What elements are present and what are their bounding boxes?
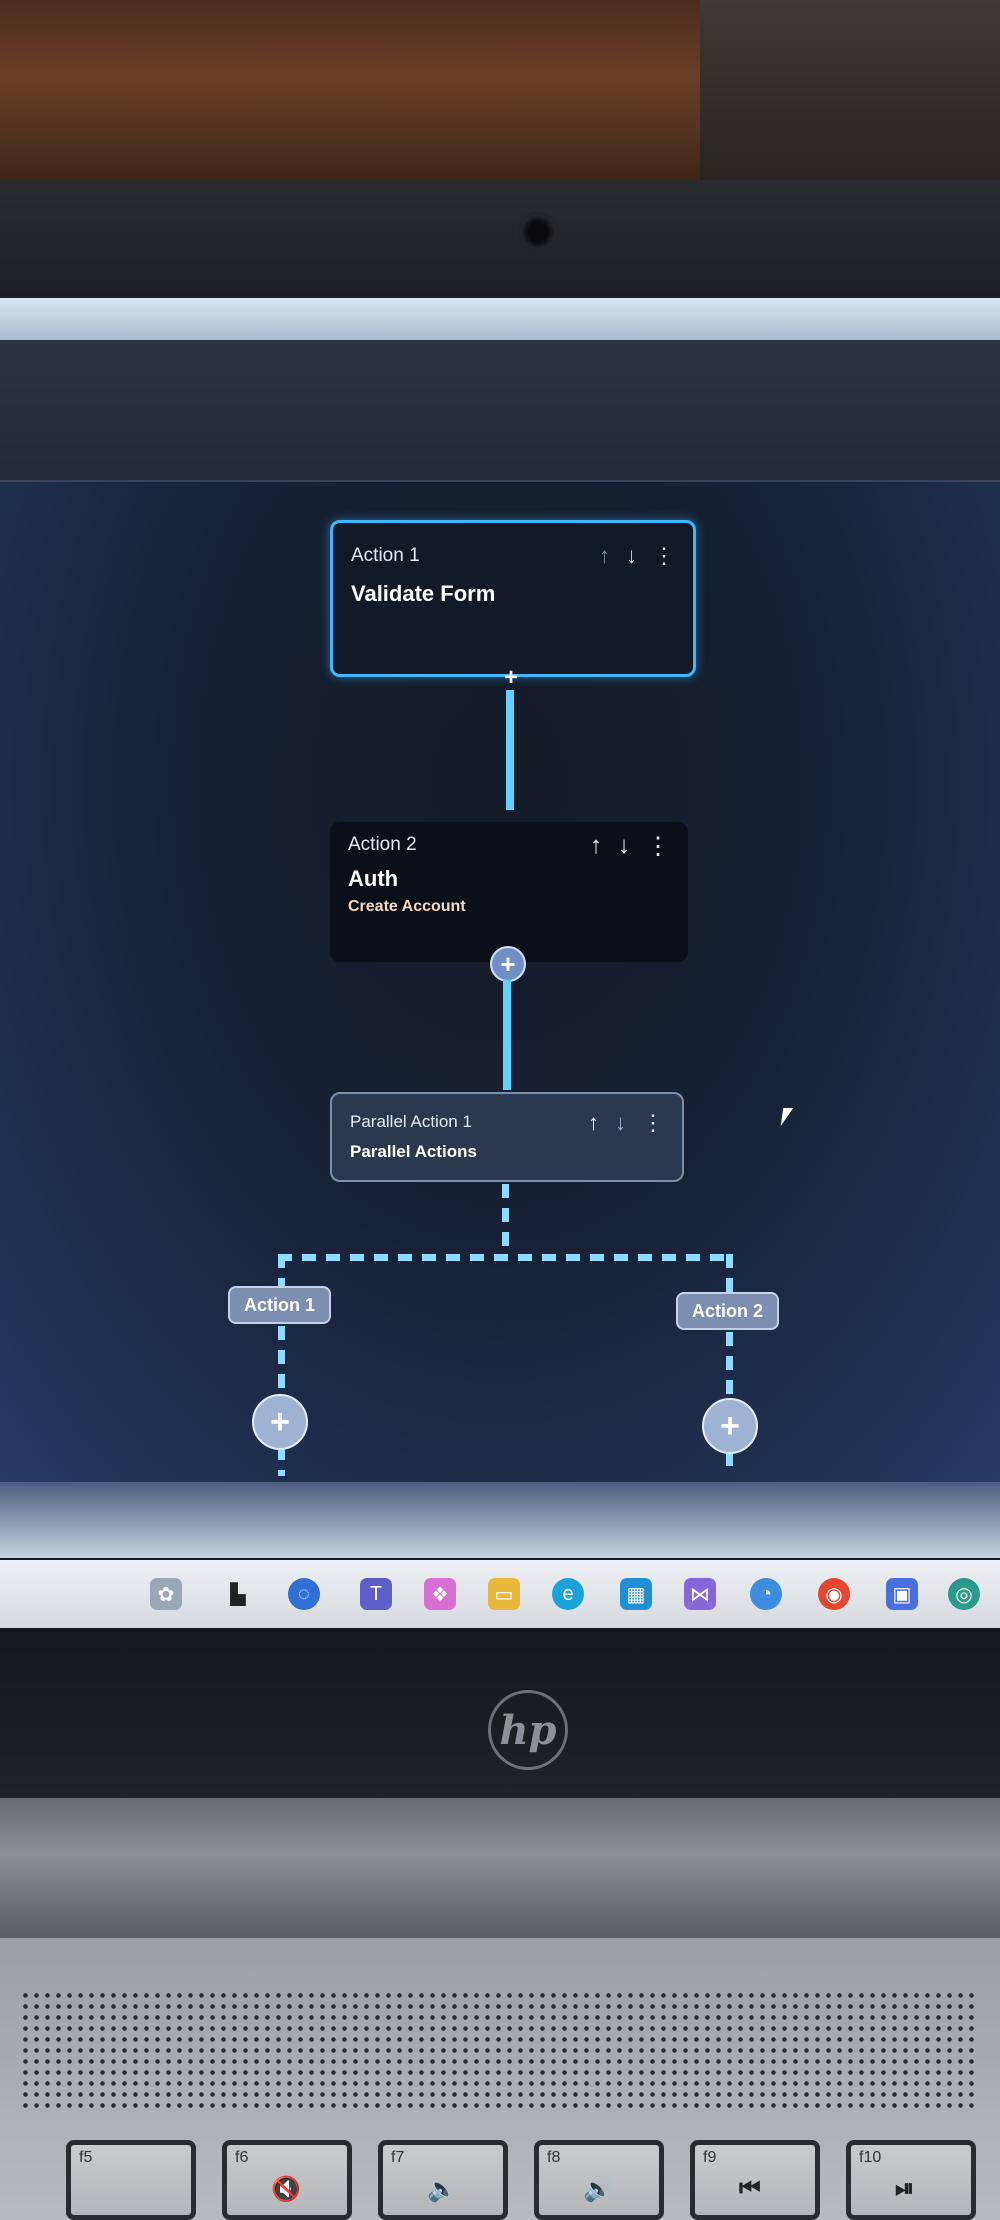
connector-line bbox=[503, 980, 511, 1090]
key-f6[interactable]: f6 🔇 bbox=[222, 2140, 352, 2220]
previous-track-icon: ⏮ bbox=[739, 2175, 761, 2202]
parallel-connector bbox=[502, 1184, 509, 1254]
more-options-icon[interactable]: ⋮ bbox=[653, 543, 675, 568]
flow-node-action-1[interactable]: Action 1 Validate Form ↑ ↓ ⋮ bbox=[330, 520, 696, 677]
add-action-button[interactable]: + bbox=[490, 946, 526, 982]
move-down-icon[interactable]: ↓ bbox=[626, 543, 637, 568]
move-down-icon[interactable]: ↓ bbox=[615, 1110, 626, 1135]
connector-line bbox=[506, 690, 514, 810]
move-up-icon[interactable]: ↑ bbox=[590, 832, 602, 859]
widgets-icon[interactable]: ✿ bbox=[150, 1578, 182, 1610]
key-f5[interactable]: f5 bbox=[66, 2140, 196, 2220]
key-f10[interactable]: f10 ⏯ bbox=[846, 2140, 976, 2220]
more-options-icon[interactable]: ⋮ bbox=[646, 833, 670, 860]
node-title: Auth bbox=[348, 866, 399, 891]
flow-node-parallel-action-1[interactable]: Parallel Action 1 Parallel Actions ↑ ↓ ⋮ bbox=[330, 1092, 684, 1182]
hp-logo: hp bbox=[488, 1690, 568, 1770]
parallel-branch-line bbox=[278, 1254, 730, 1261]
add-branch-action-button-left[interactable]: + bbox=[252, 1394, 308, 1450]
flow-node-action-2[interactable]: Action 2 Auth Create Account ↑ ↓ ⋮ bbox=[330, 822, 688, 962]
key-label: f10 bbox=[859, 2149, 882, 2166]
branch-left-connector bbox=[278, 1254, 285, 1294]
key-f7[interactable]: f7 🔉 bbox=[378, 2140, 508, 2220]
store-icon[interactable]: ▦ bbox=[620, 1578, 652, 1610]
node-label: Action 2 bbox=[348, 834, 417, 855]
move-up-icon[interactable]: ↑ bbox=[599, 543, 610, 568]
copilot-icon[interactable]: ❖ bbox=[424, 1578, 456, 1610]
move-down-icon[interactable]: ↓ bbox=[618, 832, 630, 859]
key-label: f5 bbox=[79, 2149, 93, 2166]
node-controls: ↑ ↓ ⋮ bbox=[590, 832, 670, 861]
key-f9[interactable]: f9 ⏮ bbox=[690, 2140, 820, 2220]
branch-action-2-pill[interactable]: Action 2 bbox=[676, 1292, 780, 1330]
branch-right-connector bbox=[726, 1254, 733, 1294]
chat-icon[interactable]: ◌ bbox=[288, 1578, 320, 1610]
app-icon[interactable]: ◔ bbox=[750, 1578, 782, 1610]
canvas-bottom-edge bbox=[0, 1482, 1000, 1558]
node-title: Validate Form bbox=[351, 581, 496, 606]
node-label: Action 1 bbox=[351, 545, 420, 566]
key-label: f7 bbox=[391, 2149, 405, 2166]
hinge bbox=[0, 1798, 1000, 1938]
active-app-icon[interactable]: ▣ bbox=[886, 1578, 918, 1610]
node-controls: ↑ ↓ ⋮ bbox=[588, 1110, 664, 1136]
add-branch-action-button-right[interactable]: + bbox=[702, 1398, 758, 1454]
mute-icon: 🔇 bbox=[271, 2176, 301, 2203]
webcam bbox=[518, 212, 558, 252]
move-up-icon[interactable]: ↑ bbox=[588, 1110, 599, 1135]
task-view-icon[interactable]: ▙ bbox=[230, 1583, 246, 1606]
speaker-grille bbox=[20, 1990, 980, 2110]
top-bezel bbox=[0, 180, 1000, 305]
visual-studio-icon[interactable]: ⋈ bbox=[684, 1578, 716, 1610]
chrome-icon[interactable]: ◉ bbox=[818, 1578, 850, 1610]
key-f8[interactable]: f8 🔊 bbox=[534, 2140, 664, 2220]
node-controls: ↑ ↓ ⋮ bbox=[599, 543, 675, 569]
browser-top-bar bbox=[0, 298, 1000, 340]
volume-up-icon: 🔊 bbox=[583, 2176, 613, 2203]
play-pause-icon: ⏯ bbox=[895, 2175, 915, 2202]
teams-icon[interactable]: T bbox=[360, 1578, 392, 1610]
node-title: Parallel Actions bbox=[350, 1142, 477, 1161]
background-right bbox=[700, 0, 1000, 190]
edge-icon[interactable]: e bbox=[552, 1578, 584, 1610]
more-options-icon[interactable]: ⋮ bbox=[642, 1110, 664, 1135]
branch-action-1-pill[interactable]: Action 1 bbox=[228, 1286, 332, 1324]
key-label: f8 bbox=[547, 2149, 561, 2166]
add-action-button[interactable]: + bbox=[503, 664, 518, 691]
volume-down-icon: 🔉 bbox=[427, 2176, 457, 2203]
node-subtitle: Create Account bbox=[348, 898, 466, 915]
app-header bbox=[0, 340, 1000, 482]
taskbar: ✿ ▙ ◌ T ❖ ▭ e ▦ ⋈ ◔ ◉ ▣ ◎ bbox=[0, 1560, 1000, 1628]
key-label: f9 bbox=[703, 2149, 717, 2166]
file-explorer-icon[interactable]: ▭ bbox=[488, 1578, 520, 1610]
node-label: Parallel Action 1 bbox=[350, 1112, 472, 1131]
key-label: f6 bbox=[235, 2149, 249, 2166]
network-app-icon[interactable]: ◎ bbox=[948, 1578, 980, 1610]
